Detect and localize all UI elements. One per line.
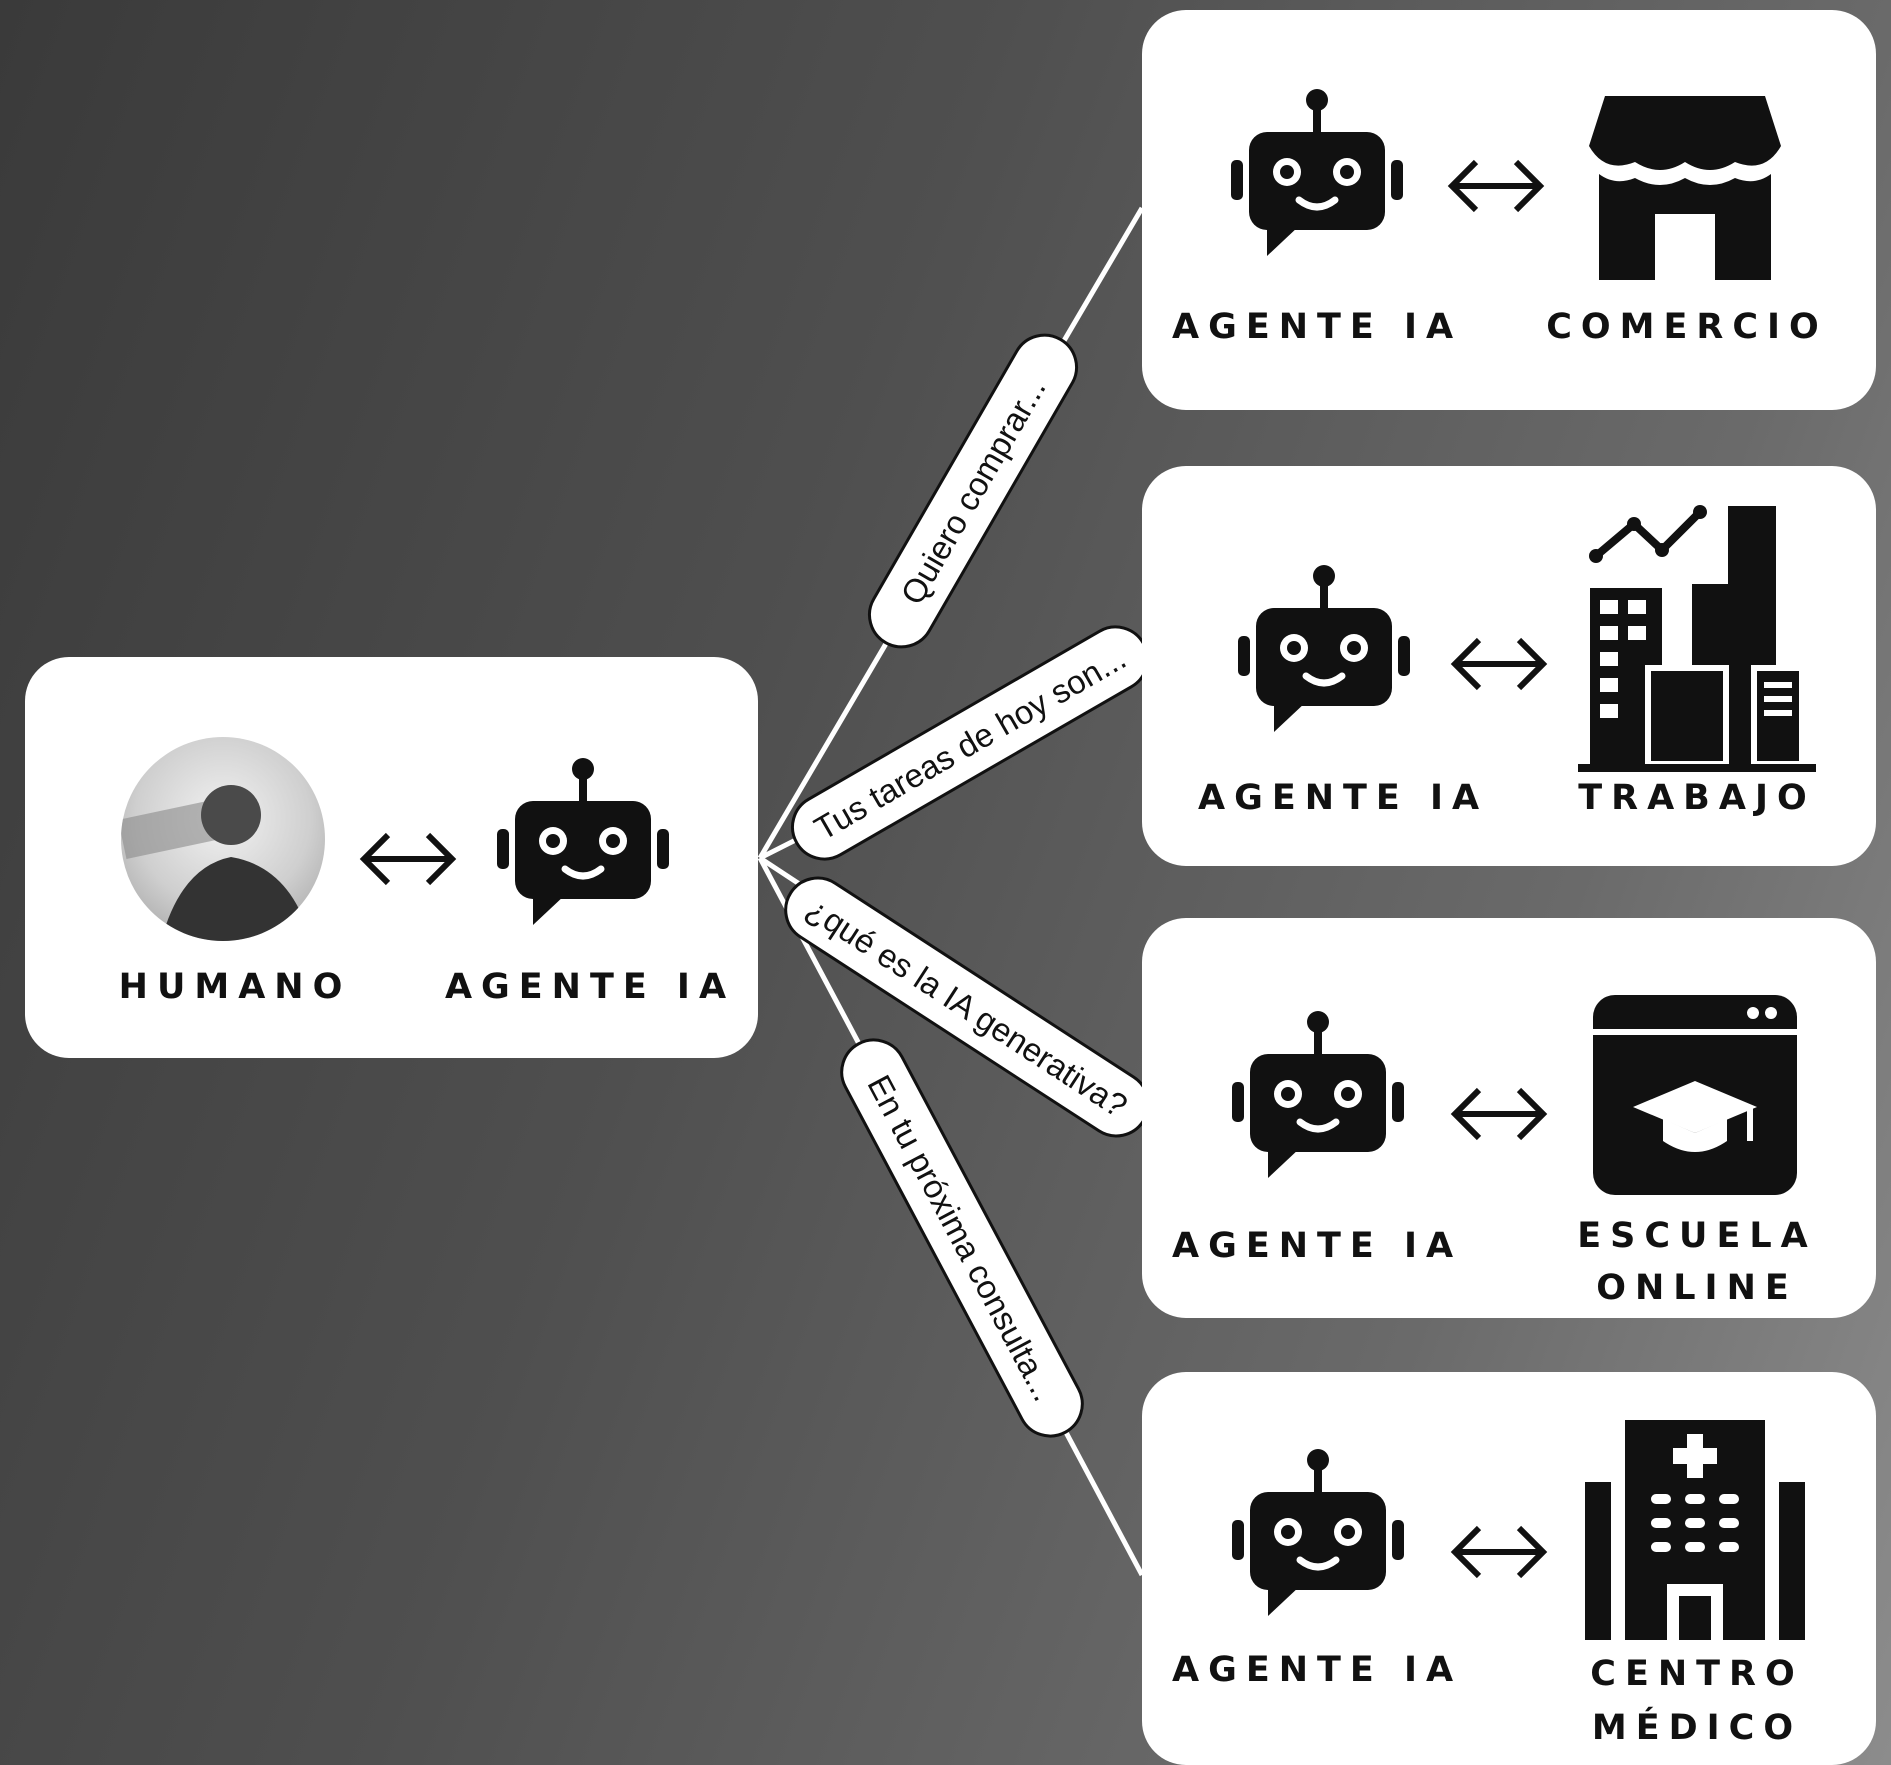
message-trabajo: Tus tareas de hoy son... [808, 639, 1132, 847]
bidirectional-arrow-icon [356, 829, 460, 889]
message-centro: En tu próxima consulta... [860, 1069, 1063, 1407]
branch-card-trabajo: AGENTE IA TRABAJO [1142, 466, 1876, 866]
robot-agent-icon [1228, 1010, 1408, 1190]
agent-label: AGENTE IA [1172, 307, 1463, 347]
message-pill-trabajo: Tus tareas de hoy son... [791, 625, 1149, 861]
target-label-line2: ONLINE [1596, 1268, 1798, 1308]
bidirectional-arrow-icon [1444, 156, 1548, 216]
agent-label: AGENTE IA [444, 967, 736, 1007]
store-icon [1589, 96, 1781, 280]
office-buildings-chart-icon [1578, 505, 1816, 772]
agent-label: AGENTE IA [1172, 1650, 1463, 1690]
message-comercio: Quiero comprar... [893, 371, 1053, 610]
online-school-icon [1593, 995, 1797, 1195]
target-label: COMERCIO [1546, 307, 1828, 347]
robot-agent-icon [1228, 1448, 1408, 1628]
robot-agent-icon [493, 757, 673, 937]
agent-label: AGENTE IA [1198, 778, 1489, 818]
bidirectional-arrow-icon [1447, 1084, 1551, 1144]
hospital-icon [1585, 1420, 1805, 1640]
robot-agent-icon [1227, 88, 1407, 268]
hub-card: HUMANO AGENTE IA [25, 657, 758, 1058]
message-pill-comercio: Quiero comprar... [868, 333, 1078, 649]
human-avatar [121, 737, 325, 941]
target-label: TRABAJO [1578, 778, 1816, 818]
branch-card-centro: AGENTE IA CENTRO MÉDICO [1142, 1372, 1876, 1765]
target-label-line1: CENTRO [1590, 1654, 1804, 1694]
human-label: HUMANO [118, 967, 352, 1007]
bidirectional-arrow-icon [1447, 1522, 1551, 1582]
target-label-line2: MÉDICO [1591, 1708, 1803, 1748]
branch-card-comercio: AGENTE IA COMERCIO [1142, 10, 1876, 410]
target-label-line1: ESCUELA [1577, 1216, 1817, 1256]
branch-card-escuela: AGENTE IA ESCUELA ONLINE [1142, 918, 1876, 1318]
agent-label: AGENTE IA [1172, 1226, 1463, 1266]
message-pill-escuela: ¿qué es la IA generativa? [784, 876, 1150, 1138]
bidirectional-arrow-icon [1447, 634, 1551, 694]
robot-agent-icon [1234, 564, 1414, 744]
